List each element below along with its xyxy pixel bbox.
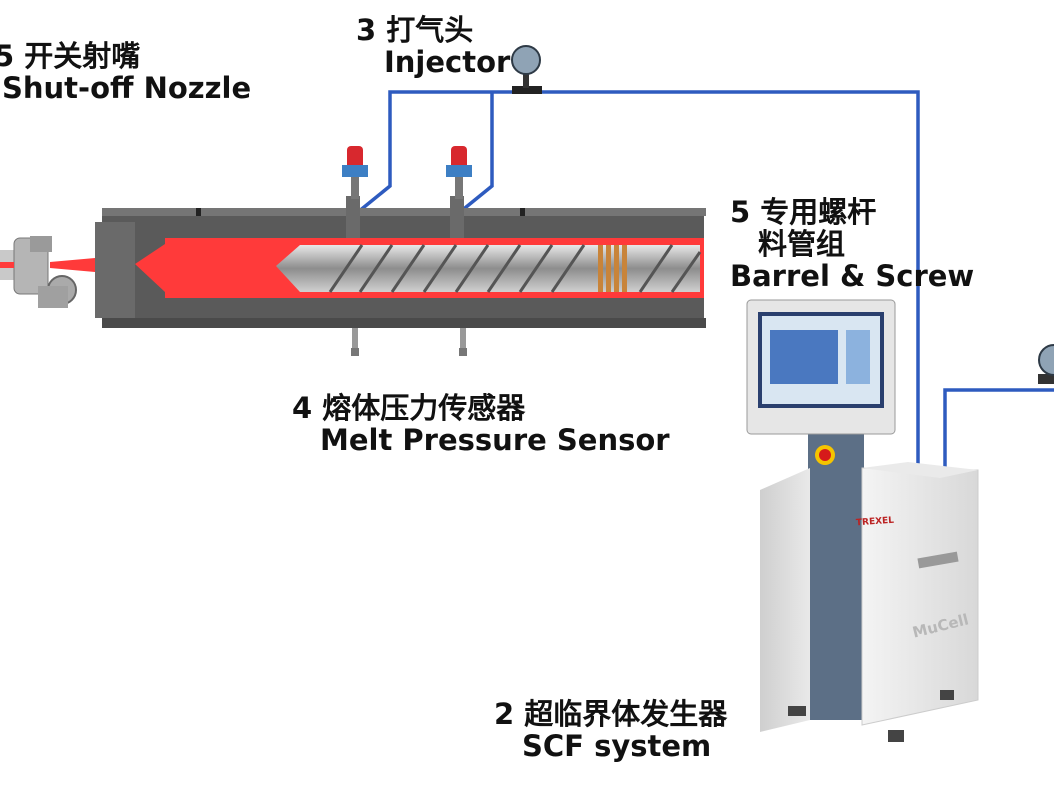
melt-pressure-sensor-2 [459, 328, 467, 356]
label-sensor-en: Melt Pressure Sensor [320, 423, 670, 457]
screw [276, 244, 702, 293]
label-sensor-cn: 4 熔体压力传感器 [292, 391, 526, 425]
melt-pressure-sensor-1 [351, 328, 359, 356]
shut-off-nozzle [0, 236, 95, 308]
injector-valve-1 [342, 146, 368, 199]
label-nozzle-en: Shut-off Nozzle [2, 71, 252, 105]
label-nozzle: 5 开关射嘴 Shut-off Nozzle [0, 40, 251, 104]
label-barrel: 5 专用螺杆 料管组 Barrel & Screw [730, 196, 974, 292]
label-barrel-en: Barrel & Screw [730, 259, 975, 293]
injector-valve-2 [446, 146, 472, 199]
second-gauge [1038, 344, 1054, 384]
label-sensor: 4 熔体压力传感器 Melt Pressure Sensor [292, 392, 670, 456]
label-injector-cn: 3 打气头 [356, 13, 474, 47]
label-barrel-cn2: 料管组 [758, 227, 846, 261]
label-scf-en: SCF system [522, 729, 712, 763]
label-barrel-cn1: 5 专用螺杆 [730, 195, 877, 229]
label-injector: 3 打气头 Injector [356, 14, 510, 78]
label-injector-en: Injector [384, 45, 511, 79]
label-nozzle-cn: 5 开关射嘴 [0, 39, 141, 73]
scf-machine [746, 299, 979, 742]
injector-gauge [511, 45, 542, 94]
label-scf: 2 超临界体发生器 SCF system [494, 698, 727, 762]
label-scf-cn: 2 超临界体发生器 [494, 697, 728, 731]
gas-supply-lines [356, 90, 1054, 470]
